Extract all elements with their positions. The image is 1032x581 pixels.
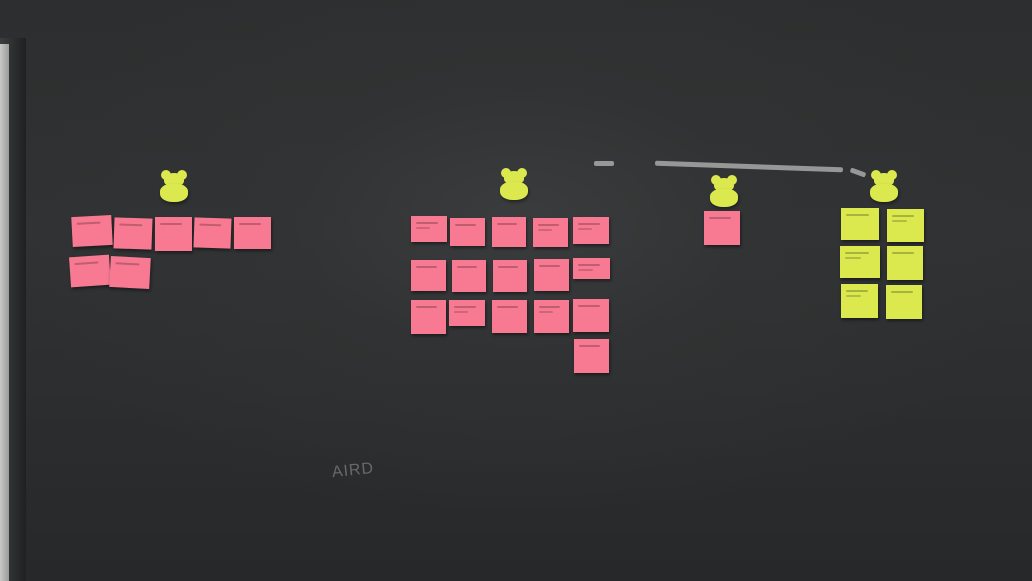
sticky-note [452, 260, 486, 292]
sticky-note [533, 218, 568, 247]
bear-header-note [157, 170, 191, 202]
sticky-note [840, 246, 880, 278]
wall-edge [0, 44, 9, 581]
sticky-note [71, 214, 113, 248]
chalk-line [654, 160, 844, 173]
bear-header-note [497, 168, 531, 200]
sticky-note [534, 259, 569, 291]
bear-header-note [707, 175, 741, 207]
sticky-note [704, 211, 740, 245]
bear-header-note [867, 170, 901, 202]
sticky-note [411, 260, 446, 291]
sticky-note [573, 217, 609, 244]
sticky-note [234, 217, 271, 249]
sticky-note [573, 299, 609, 332]
sticky-note [449, 300, 485, 326]
sticky-note [411, 216, 447, 242]
sticky-note [193, 217, 232, 249]
chalk-line [594, 161, 614, 166]
sticky-note [450, 218, 485, 246]
sticky-note [155, 217, 192, 251]
sticky-note [841, 208, 879, 240]
sticky-note [113, 217, 153, 250]
sticky-note [411, 300, 446, 334]
sticky-note [887, 209, 924, 242]
sticky-note [492, 300, 527, 333]
chalk-writing: AIRD [331, 459, 375, 482]
sticky-note [69, 254, 111, 288]
sticky-note [534, 300, 569, 333]
sticky-note [493, 260, 527, 292]
sticky-note [887, 246, 923, 280]
sticky-note [573, 258, 610, 279]
sticky-note [109, 255, 151, 290]
sticky-note [841, 284, 878, 318]
sticky-note [574, 339, 609, 373]
chalk-line [849, 167, 867, 178]
sticky-note [492, 217, 526, 247]
sticky-note [886, 285, 922, 319]
